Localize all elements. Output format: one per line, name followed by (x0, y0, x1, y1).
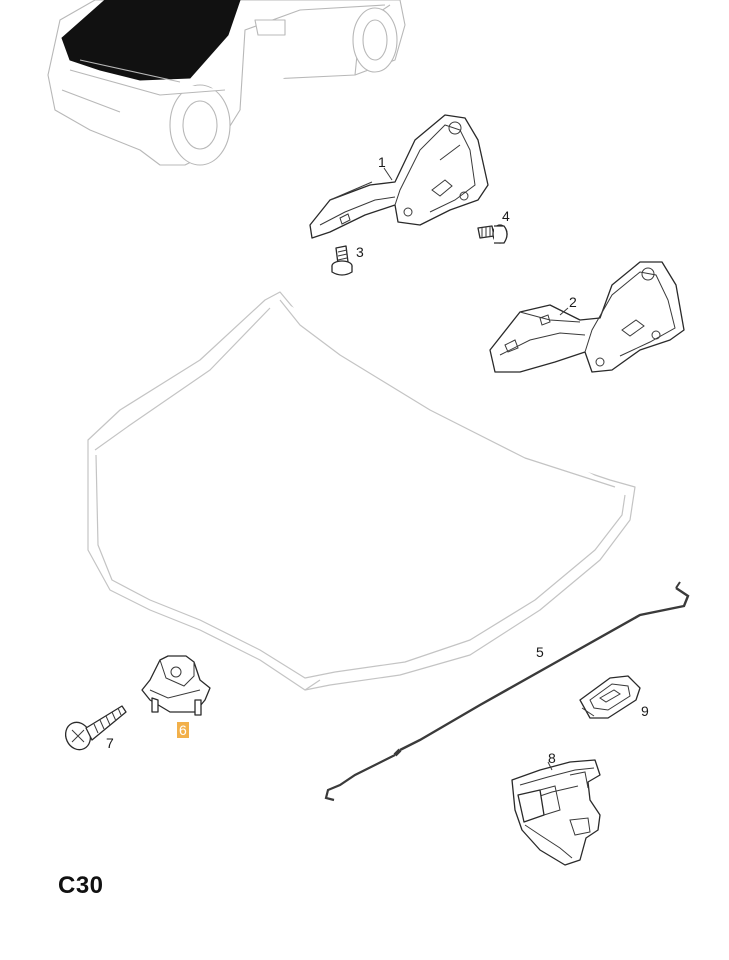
part-8-hood-latch[interactable] (511, 759, 601, 866)
leader-8 (547, 761, 553, 771)
hood-panel (87, 291, 636, 691)
part-4-bolt[interactable] (477, 224, 508, 244)
part-6-striker-bracket[interactable] (141, 655, 211, 716)
part-9-buffer[interactable] (579, 675, 641, 719)
vehicle-hood-highlight (61, 0, 241, 81)
part-5-release-cable[interactable] (324, 581, 690, 802)
leader-1 (383, 167, 393, 181)
part-3-bolt[interactable] (331, 245, 353, 276)
callout-6[interactable]: 6 (177, 722, 189, 738)
part-1-hood-hinge[interactable] (309, 114, 489, 239)
callout-8[interactable]: 8 (548, 750, 556, 766)
leader-2 (559, 307, 569, 316)
callout-4[interactable]: 4 (502, 208, 510, 224)
callout-1[interactable]: 1 (378, 154, 386, 170)
part-2-hood-hinge[interactable] (489, 261, 685, 373)
callout-7[interactable]: 7 (106, 735, 114, 751)
section-code: C30 (58, 872, 104, 899)
callout-5[interactable]: 5 (536, 644, 544, 660)
part-7-screw[interactable] (61, 705, 127, 754)
callout-9[interactable]: 9 (641, 703, 649, 719)
callout-3[interactable]: 3 (356, 244, 364, 260)
reference-vehicle (47, 0, 406, 166)
callout-2[interactable]: 2 (569, 294, 577, 310)
